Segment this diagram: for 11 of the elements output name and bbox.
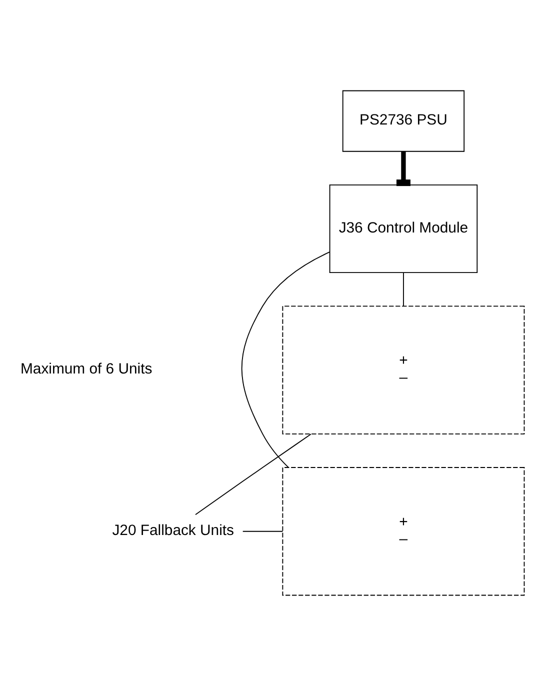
label: Maximum of 6 Units [20,360,152,378]
connector [403,272,404,306]
node-box: + – [282,305,525,434]
connector [396,150,410,186]
connector [241,251,330,468]
node-box: J36 Control Module [329,184,478,273]
connector [195,433,312,515]
connector [242,530,284,532]
node-text: J20 Fallback Units [112,521,234,538]
node-box: + – [282,466,525,596]
node-box: PS2736 PSU [342,90,465,152]
